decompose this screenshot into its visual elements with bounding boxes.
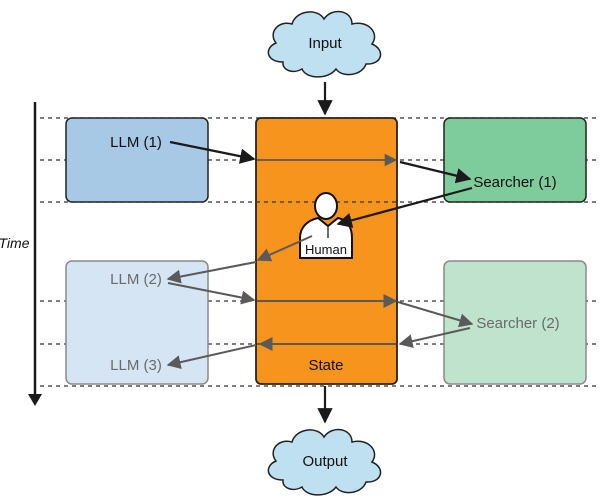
llm-2-box — [65, 260, 209, 385]
searcher-2-label: Searcher (2) — [476, 315, 559, 332]
human-label: Human — [305, 242, 347, 257]
time-axis: Time — [0, 102, 42, 406]
llm2-to-state-arrow — [167, 282, 256, 305]
input-cloud: Input — [267, 10, 382, 78]
human-icon — [299, 192, 353, 259]
state-to-searcher1-arrow — [399, 160, 472, 184]
searcher1-to-human-arrow — [336, 186, 473, 228]
time-axis-label: Time — [0, 235, 30, 251]
output-cloud: Output — [267, 428, 382, 496]
llm-3-label: LLM (3) — [110, 357, 162, 374]
searcher-1-box — [443, 117, 587, 203]
llm1-to-state-arrow — [169, 140, 256, 164]
state-to-llm3-arrow — [166, 344, 257, 370]
state-to-llm2-arrow — [166, 261, 257, 284]
llm-1-label: LLM (1) — [110, 134, 162, 151]
state-to-searcher2-arrow — [397, 301, 474, 328]
output-label: Output — [302, 453, 348, 470]
state-label: State — [308, 357, 343, 374]
input-label: Input — [308, 35, 342, 52]
searcher-1-label: Searcher (1) — [473, 174, 556, 191]
human-to-state-arrow — [256, 235, 313, 262]
llm-1-box — [65, 117, 209, 203]
llm-2-label: LLM (2) — [110, 271, 162, 288]
searcher2-to-state-arrow — [398, 327, 471, 349]
step-2-arrows — [166, 235, 474, 370]
step-1-arrows — [169, 140, 473, 228]
searcher-2-box — [443, 260, 587, 385]
